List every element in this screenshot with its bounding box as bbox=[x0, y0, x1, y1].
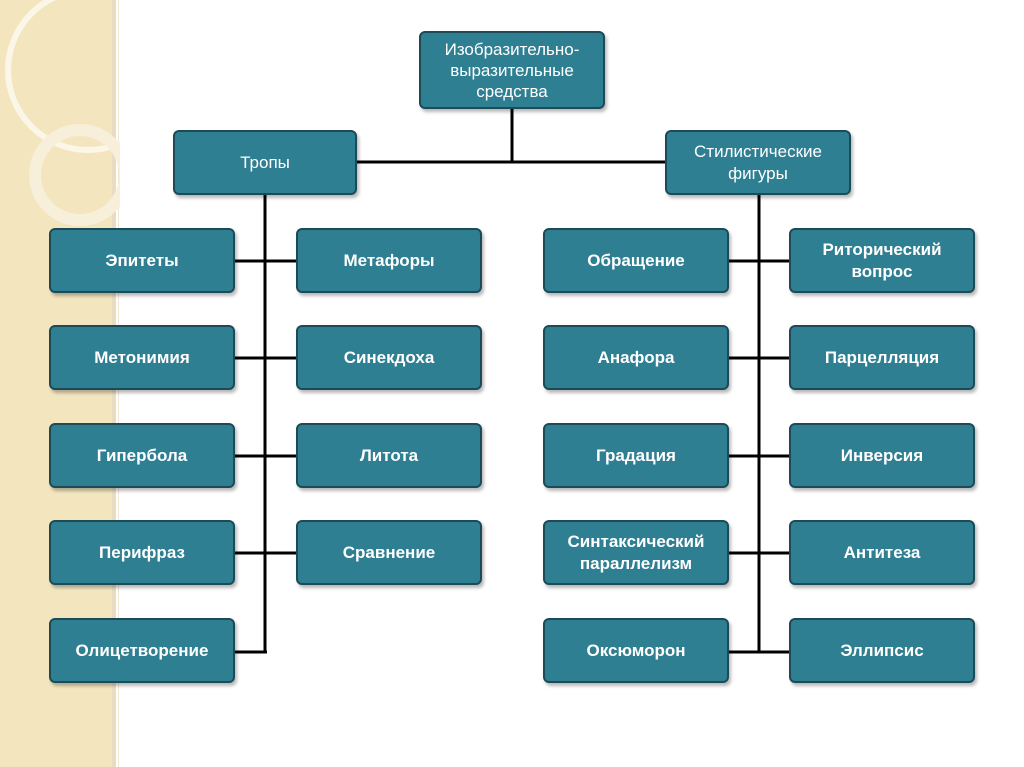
tropes-item-personification: Олицетворение bbox=[49, 618, 235, 683]
figures-item-syntactic-parallelism: Синтаксический параллелизм bbox=[543, 520, 729, 585]
figures-item-anaphora: Анафора bbox=[543, 325, 729, 390]
root-node: Изобразительно-выразительные средства bbox=[419, 31, 605, 109]
figures-item-oxymoron: Оксюморон bbox=[543, 618, 729, 683]
tropes-item-metaphors: Метафоры bbox=[296, 228, 482, 293]
tropes-item-metonymy: Метонимия bbox=[49, 325, 235, 390]
tropes-item-periphrasis: Перифраз bbox=[49, 520, 235, 585]
figures-item-apostrophe: Обращение bbox=[543, 228, 729, 293]
decorative-rings bbox=[5, 0, 120, 226]
branch-node-stylistic-figures: Стилистические фигуры bbox=[665, 130, 851, 195]
figures-item-inversion: Инверсия bbox=[789, 423, 975, 488]
branch-node-tropes: Тропы bbox=[173, 130, 357, 195]
tropes-item-simile: Сравнение bbox=[296, 520, 482, 585]
figures-item-gradation: Градация bbox=[543, 423, 729, 488]
figures-item-rhetorical-question: Риторический вопрос bbox=[789, 228, 975, 293]
figures-item-antithesis: Антитеза bbox=[789, 520, 975, 585]
tropes-item-hyperbole: Гипербола bbox=[49, 423, 235, 488]
tropes-item-epithets: Эпитеты bbox=[49, 228, 235, 293]
figures-item-parcellation: Парцелляция bbox=[789, 325, 975, 390]
tropes-item-litotes: Литота bbox=[296, 423, 482, 488]
tropes-item-synecdoche: Синекдоха bbox=[296, 325, 482, 390]
figures-item-ellipsis: Эллипсис bbox=[789, 618, 975, 683]
